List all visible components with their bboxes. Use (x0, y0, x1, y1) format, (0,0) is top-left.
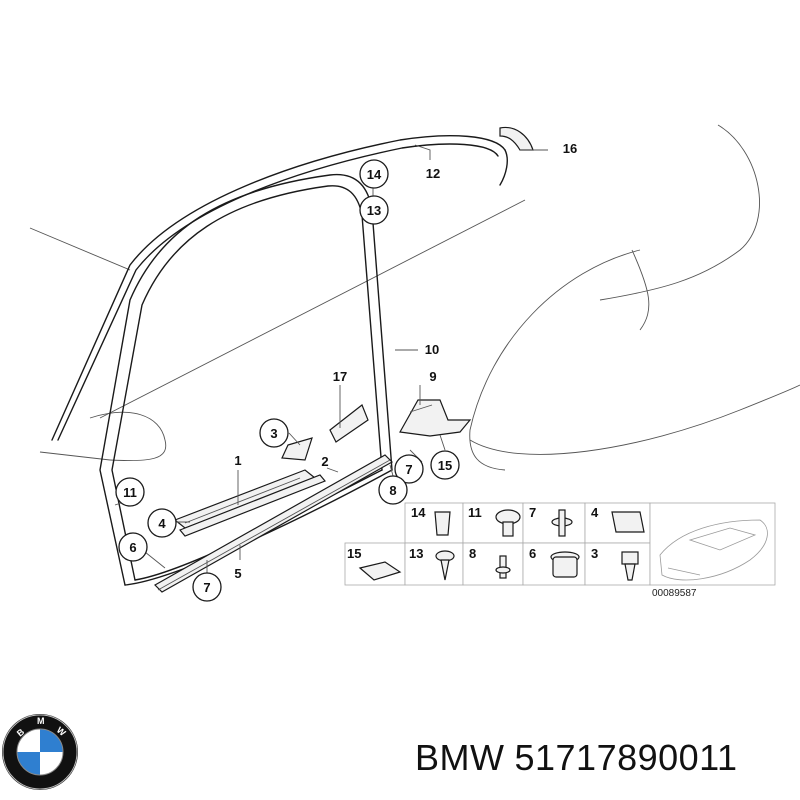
grid-label-4: 4 (591, 505, 599, 520)
screw-13-icon (435, 550, 455, 581)
callout-label: 13 (367, 203, 381, 218)
part-number: 51717890011 (514, 737, 738, 778)
callout-1: 1 (234, 453, 241, 468)
callout-label: 9 (429, 369, 436, 384)
grid-label-7: 7 (529, 505, 536, 520)
diagram-code: 00089587 (652, 588, 697, 599)
callout-label: 3 (270, 426, 277, 441)
callout-label: 11 (123, 485, 137, 500)
nut-15-icon (358, 561, 402, 581)
callout-label: 7 (203, 580, 210, 595)
grid-label-11: 11 (468, 505, 482, 520)
callout-17: 17 (333, 369, 347, 384)
callout-label: 2 (321, 454, 328, 469)
callout-label: 16 (563, 141, 577, 156)
callout-label: 10 (425, 342, 439, 357)
sill-plate-1 (173, 469, 317, 529)
trim-piece-16 (499, 126, 534, 151)
callout-13: 13 (359, 195, 389, 225)
callout-4: 4 (147, 508, 177, 538)
callout-label: 6 (129, 540, 136, 555)
fastener-grid (344, 502, 776, 586)
screw-8-icon (495, 555, 511, 579)
grommet-6-icon (550, 551, 580, 578)
callout-7b: 7 (394, 454, 424, 484)
roof-molding (51, 134, 508, 441)
bracket-3 (281, 437, 313, 461)
callout-5: 5 (234, 566, 241, 581)
grid-label-15: 15 (347, 546, 361, 561)
brand-name: BMW (415, 737, 505, 778)
callout-label: 7 (405, 462, 412, 477)
svg-text:B: B (15, 726, 27, 738)
callout-14: 14 (359, 159, 389, 189)
callout-10: 10 (425, 342, 439, 357)
svg-text:M: M (37, 716, 45, 726)
callout-label: 4 (158, 516, 166, 531)
callout-9: 9 (429, 369, 436, 384)
callout-16: 16 (563, 141, 577, 156)
callout-label: 5 (234, 566, 241, 581)
sill-trim-4 (179, 474, 326, 537)
bracket-9 (399, 399, 472, 437)
clip-14-icon (434, 511, 451, 536)
car-body-outline (29, 124, 800, 471)
grid-label-3: 3 (591, 546, 598, 561)
trim-17 (329, 404, 369, 443)
clip-4-icon (611, 511, 645, 533)
rivet-11-icon (495, 509, 521, 537)
callout-2: 2 (321, 454, 328, 469)
callout-label: 12 (426, 166, 440, 181)
callout-11: 11 (115, 477, 145, 507)
callout-3: 3 (259, 418, 289, 448)
callout-12: 12 (426, 166, 440, 181)
grid-label-6: 6 (529, 546, 536, 561)
callout-label: 1 (234, 453, 241, 468)
door-seal (99, 173, 393, 586)
bmw-logo-icon: B M W (2, 714, 78, 790)
callout-6: 6 (118, 532, 148, 562)
callout-8: 8 (378, 475, 408, 505)
car-thumbnail (659, 519, 768, 581)
grid-label-13: 13 (409, 546, 423, 561)
callout-label: 14 (367, 167, 382, 182)
grid-label-14: 14 (411, 505, 426, 520)
clip-3-icon (621, 551, 639, 581)
callout-label: 8 (389, 483, 396, 498)
callout-label: 15 (438, 458, 452, 473)
grid-label-8: 8 (469, 546, 476, 561)
callout-7a: 7 (192, 572, 222, 602)
screw-7-icon (551, 509, 573, 537)
sill-molding-5 (154, 454, 393, 593)
callout-15: 15 (430, 450, 460, 480)
callout-label: 17 (333, 369, 347, 384)
